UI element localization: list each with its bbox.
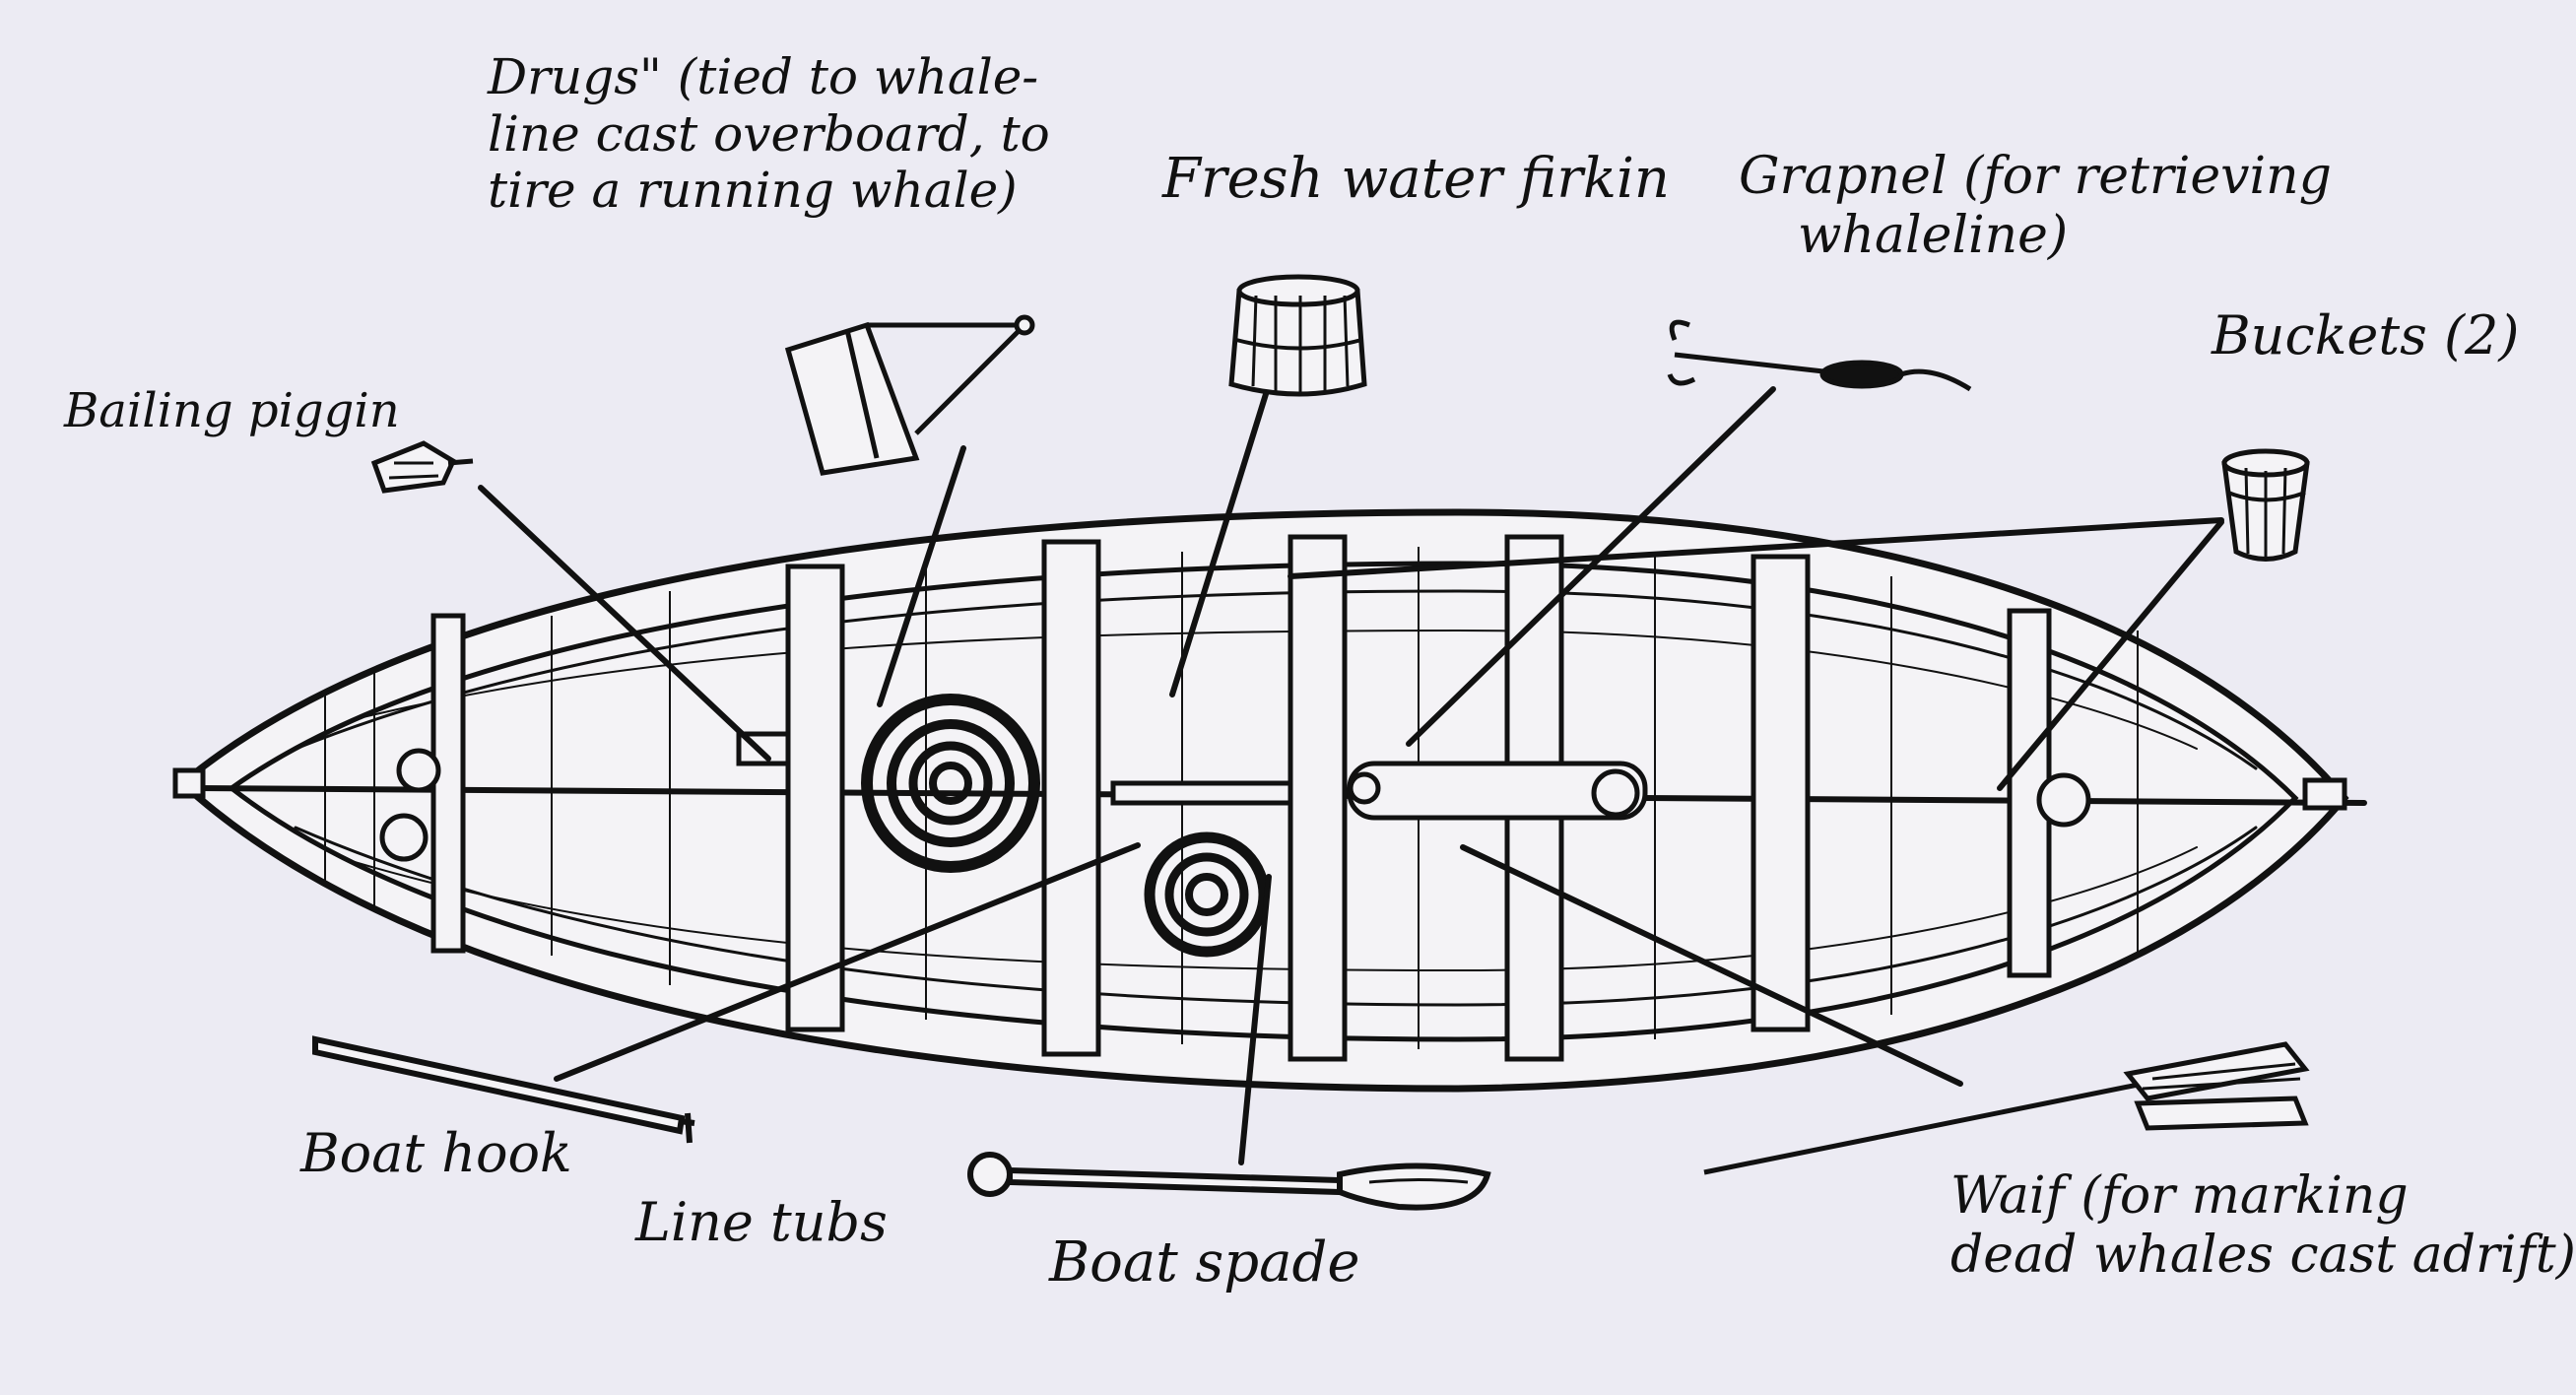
label-boat-spade-line-1: Boat spade — [1049, 1230, 1360, 1295]
label-fresh-water-firkin: Fresh water firkin — [1162, 147, 1670, 211]
boat-fittings — [379, 731, 2091, 862]
label-waif: Waif (for marking dead whales cast adrif… — [1950, 1166, 2576, 1286]
label-buckets-line-1: Buckets (2) — [2212, 304, 2520, 366]
label-grapnel-line-1: Grapnel (for retrieving — [1739, 147, 2332, 206]
whaleboat-illustration — [172, 274, 2367, 1211]
leader-firkin — [1169, 391, 1269, 698]
leader-grapnel — [1406, 386, 1776, 747]
label-drugs: Drugs" (tied to whale- line cast overboa… — [488, 48, 1050, 220]
boat-spade — [967, 1152, 1491, 1211]
leader-waif — [1460, 844, 1963, 1087]
bailing-piggin — [370, 440, 474, 494]
grapnel — [1667, 319, 1972, 392]
label-buckets: Buckets (2) — [2212, 304, 2520, 366]
leader-line-tubs — [554, 842, 1141, 1082]
label-waif-line-2: dead whales cast adrift) — [1950, 1225, 2576, 1285]
label-bailing-piggin-line-1: Bailing piggin — [64, 383, 400, 438]
leader-bucket-to-bucket — [1997, 519, 2224, 791]
leader-bucket-to-boat — [1288, 517, 2224, 579]
label-boat-hook: Boat hook — [300, 1122, 572, 1184]
whaleboat-diagram: Drugs" (tied to whale- line cast overboa… — [64, 48, 2576, 1295]
label-waif-line-1: Waif (for marking — [1950, 1166, 2409, 1226]
label-drugs-line-1: Drugs" (tied to whale- — [488, 48, 1039, 105]
line-tub-small — [1144, 831, 1270, 958]
label-grapnel-line-2: whaleline) — [1798, 205, 2069, 265]
leader-boat-spade — [1238, 874, 1272, 1165]
leader-drugs — [877, 445, 966, 707]
bucket — [2221, 448, 2310, 562]
label-drugs-line-2: line cast overboard, to — [488, 104, 1050, 163]
label-boat-spade: Boat spade — [1049, 1230, 1360, 1295]
boat-hook — [312, 1035, 695, 1144]
drugs-drogue — [784, 314, 1035, 476]
line-tubs — [861, 694, 1270, 958]
label-grapnel: Grapnel (for retrieving whaleline) — [1739, 147, 2332, 266]
label-line-tubs: Line tubs — [635, 1191, 888, 1253]
fresh-water-firkin — [1228, 274, 1367, 397]
line-tub-large — [861, 694, 1040, 873]
label-fresh-water-firkin-line-1: Fresh water firkin — [1162, 147, 1670, 211]
leader-lines — [478, 386, 2224, 1165]
label-line-tubs-line-1: Line tubs — [635, 1191, 888, 1253]
label-boat-hook-line-1: Boat hook — [300, 1122, 572, 1184]
waif — [1703, 1041, 2310, 1175]
leader-bailing-piggin — [478, 485, 771, 762]
label-drugs-line-3: tire a running whale) — [488, 162, 1018, 219]
label-bailing-piggin: Bailing piggin — [64, 383, 400, 438]
